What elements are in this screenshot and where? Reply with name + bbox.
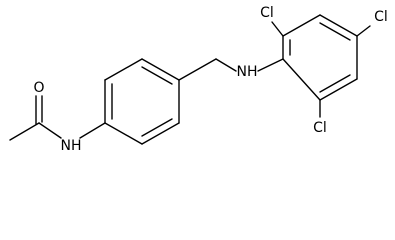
bond-ring2-e xyxy=(319,78,358,101)
bond-ch2-n xyxy=(215,58,237,72)
bond-n-ring2 xyxy=(257,58,284,72)
atom-label-cl-right: Cl xyxy=(374,9,388,25)
atom-label-cl-top: Cl xyxy=(260,5,274,21)
bond-ring2-c-double xyxy=(319,22,351,41)
atom-label-amine-nh: NH xyxy=(237,64,258,80)
atom-label-cl-bottom: Cl xyxy=(313,120,327,136)
bond-ring2-c xyxy=(319,14,358,37)
bond-n-ring xyxy=(79,122,106,139)
bond-ring2-b xyxy=(282,14,321,37)
bond-c-cl-right xyxy=(356,25,371,37)
bond-ring2-e-double xyxy=(319,74,351,93)
atom-label-oxygen: O xyxy=(33,80,44,96)
bond-ring1-e-double xyxy=(141,118,173,137)
bond-ring1-c xyxy=(141,58,180,81)
atom-label-amide-nh: NH xyxy=(61,138,82,154)
bond-methyl-carbonyl xyxy=(9,122,40,141)
bond-ring1-f xyxy=(104,122,143,145)
bond-ring-ch2 xyxy=(178,58,217,81)
bond-c-cl-top xyxy=(271,21,284,37)
bond-ring1-e xyxy=(141,122,180,145)
bond-carbonyl-n xyxy=(38,122,62,139)
structure-diagram: O NH NH Cl Cl Cl xyxy=(9,5,388,154)
bond-ring2-f xyxy=(282,58,321,101)
atom-labels: O NH NH Cl Cl Cl xyxy=(33,5,387,154)
bonds xyxy=(9,14,371,145)
bond-ring1-b xyxy=(104,58,143,81)
bond-ring1-c-double xyxy=(141,66,173,85)
